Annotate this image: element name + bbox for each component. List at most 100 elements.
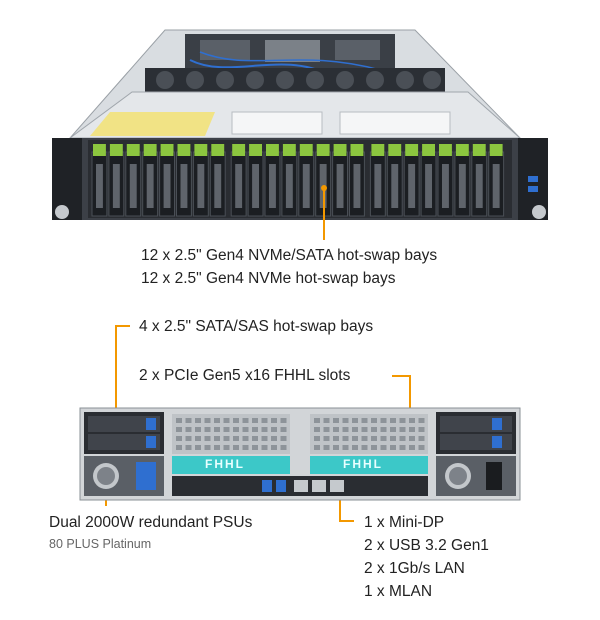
- vent-hole: [252, 427, 258, 432]
- vent-hole: [399, 436, 406, 441]
- front-callout-line-2: 12 x 2.5" Gen4 NVMe hot-swap bays: [141, 270, 396, 287]
- vent-hole: [233, 436, 239, 441]
- vent-hole: [342, 436, 349, 441]
- psu-callout: Dual 2000W redundant PSUs: [49, 514, 253, 531]
- vent-hole: [261, 418, 268, 423]
- vent-hole: [252, 418, 258, 423]
- front-drive-bay: [471, 144, 488, 217]
- psu-efficiency-label: 80 PLUS Platinum: [49, 537, 152, 551]
- front-callout-line-1: 12 x 2.5" Gen4 NVMe/SATA hot-swap bays: [141, 247, 438, 264]
- front-drive-bay: [176, 144, 192, 217]
- vent-hole: [195, 427, 201, 432]
- vent-hole: [252, 445, 258, 450]
- vent-hole: [342, 418, 349, 423]
- vent-hole: [409, 436, 415, 441]
- vent-hole: [223, 445, 230, 450]
- front-drive-bay: [437, 144, 454, 217]
- vent-hole: [352, 436, 358, 441]
- vent-hole: [342, 445, 349, 450]
- vent-hole: [361, 418, 368, 423]
- vent-hole: [352, 427, 358, 432]
- vent-hole: [390, 436, 396, 441]
- vent-hole: [323, 418, 330, 423]
- vent-hole: [242, 436, 249, 441]
- vent-hole: [380, 427, 387, 432]
- vent-hole: [195, 418, 201, 423]
- front-drive-bay: [298, 144, 315, 217]
- vent-hole: [242, 445, 249, 450]
- vent-hole: [342, 427, 349, 432]
- vent-hole: [314, 418, 320, 423]
- vent-hole: [418, 445, 425, 450]
- vent-hole: [380, 445, 387, 450]
- vent-hole: [280, 445, 287, 450]
- vent-hole: [185, 427, 192, 432]
- vent-hole: [204, 427, 211, 432]
- vent-hole: [361, 427, 368, 432]
- vent-hole: [214, 427, 220, 432]
- io-list-item: 1 x MLAN: [364, 583, 433, 600]
- vent-hole: [185, 418, 192, 423]
- vent-hole: [314, 427, 320, 432]
- vent-hole: [280, 436, 287, 441]
- vent-hole: [333, 427, 339, 432]
- vent-hole: [242, 418, 249, 423]
- vent-hole: [323, 427, 330, 432]
- front-drive-bay: [192, 144, 209, 217]
- front-drive-bay: [108, 144, 125, 217]
- front-drive-bay: [281, 144, 298, 217]
- vent-hole: [418, 436, 425, 441]
- vent-hole: [233, 418, 239, 423]
- vent-hole: [323, 445, 330, 450]
- vent-hole: [333, 418, 339, 423]
- vent-hole: [204, 436, 211, 441]
- vent-hole: [195, 445, 201, 450]
- front-drive-bay: [159, 144, 176, 217]
- io-list-item: 2 x 1Gb/s LAN: [364, 560, 465, 577]
- vent-hole: [399, 445, 406, 450]
- vent-hole: [352, 445, 358, 450]
- vent-hole: [223, 418, 230, 423]
- vent-hole: [409, 427, 415, 432]
- vent-hole: [261, 445, 268, 450]
- sata-bays-callout: 4 x 2.5" SATA/SAS hot-swap bays: [139, 318, 374, 335]
- front-drive-bay: [125, 144, 142, 217]
- vent-hole: [261, 436, 268, 441]
- front-drive-bay: [454, 144, 471, 217]
- front-drive-bay: [91, 144, 108, 217]
- vent-hole: [214, 436, 220, 441]
- vent-hole: [409, 445, 415, 450]
- vent-hole: [409, 418, 415, 423]
- vent-hole: [214, 445, 220, 450]
- front-drive-bay: [488, 144, 505, 217]
- vent-hole: [314, 436, 320, 441]
- vent-hole: [176, 427, 182, 432]
- vent-hole: [380, 418, 387, 423]
- vent-hole: [223, 436, 230, 441]
- vent-hole: [280, 427, 287, 432]
- pcie-slot-label-left: FHHL: [205, 457, 245, 471]
- vent-hole: [390, 418, 396, 423]
- front-drive-bay: [349, 144, 365, 217]
- vent-hole: [361, 445, 368, 450]
- io-list-item: 2 x USB 3.2 Gen1: [364, 537, 489, 554]
- vent-hole: [418, 427, 425, 432]
- vent-hole: [271, 445, 277, 450]
- front-drive-bay: [230, 144, 247, 217]
- front-drive-bay: [403, 144, 420, 217]
- vent-hole: [361, 436, 368, 441]
- pcie-slots-callout: 2 x PCIe Gen5 x16 FHHL slots: [139, 367, 351, 384]
- vent-hole: [252, 436, 258, 441]
- vent-hole: [323, 436, 330, 441]
- front-drive-bay: [142, 144, 159, 217]
- vent-hole: [271, 418, 277, 423]
- front-drive-bay: [386, 144, 403, 217]
- io-list-item: 1 x Mini-DP: [364, 514, 445, 531]
- vent-hole: [176, 436, 182, 441]
- front-drive-bay: [332, 144, 349, 217]
- front-drive-bay: [420, 144, 437, 217]
- vent-hole: [390, 445, 396, 450]
- vent-hole: [280, 418, 287, 423]
- vent-hole: [333, 445, 339, 450]
- vent-hole: [176, 445, 182, 450]
